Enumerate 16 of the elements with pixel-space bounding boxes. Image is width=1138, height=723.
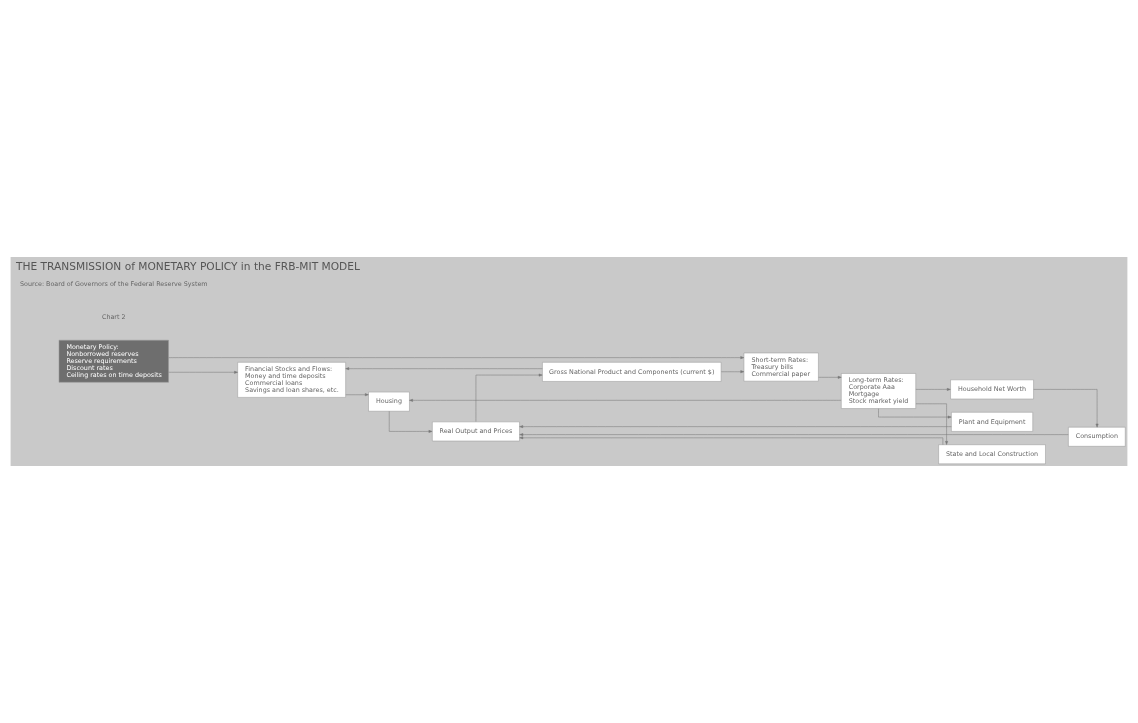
arrow xyxy=(915,403,948,445)
arrow xyxy=(878,408,952,419)
arrow xyxy=(409,398,842,402)
arrow xyxy=(168,356,745,360)
arrow xyxy=(389,410,433,433)
arrow xyxy=(721,370,745,374)
arrow xyxy=(345,393,369,397)
diagram-title: THE TRANSMISSION of MONETARY POLICY in the FRB-MIT MODEL xyxy=(16,259,360,273)
arrow xyxy=(345,367,543,371)
arrow xyxy=(168,370,238,374)
arrow xyxy=(475,373,543,422)
arrow xyxy=(519,436,944,445)
arrow xyxy=(519,425,952,429)
arrow xyxy=(915,388,951,391)
arrow xyxy=(1033,389,1099,428)
arrow xyxy=(818,375,842,379)
